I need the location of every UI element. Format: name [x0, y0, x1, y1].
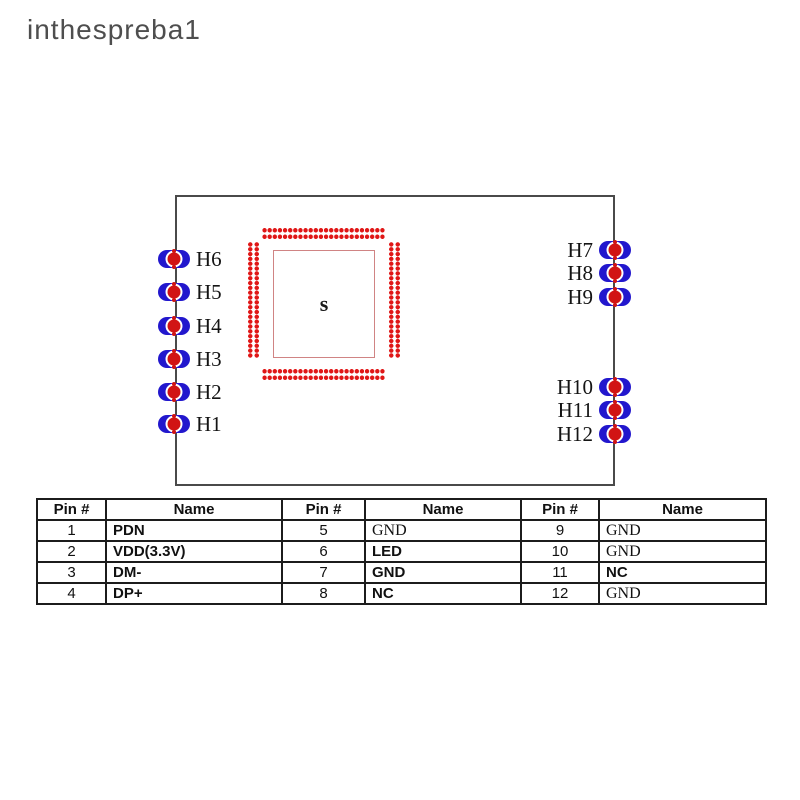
pad-drill-hole: [608, 290, 622, 304]
pin-number-cell: 10: [520, 540, 600, 563]
pin-name-cell: GND: [364, 561, 522, 584]
pin-table-header-name-5: Name: [598, 498, 767, 521]
pad-label-h11: H11: [557, 398, 593, 422]
pad-label-h10: H10: [556, 375, 593, 399]
pin-number-cell: 6: [281, 540, 366, 563]
pad-label-h4: H4: [196, 314, 222, 338]
pin-name-cell: GND: [598, 519, 767, 542]
pad-label-h7: H7: [567, 238, 593, 262]
pin-number-cell: 11: [520, 561, 600, 584]
through-hole-pad-h12: [599, 425, 631, 443]
through-hole-pad-h8: [599, 264, 631, 282]
pad-label-h5: H5: [196, 280, 222, 304]
chip-pin-row-top: [262, 227, 385, 240]
pin-name-cell: PDN: [105, 519, 283, 542]
pin-table-header-pin-0: Pin #: [36, 498, 107, 521]
pad-drill-hole: [167, 385, 181, 399]
module-board-outline: [175, 195, 615, 486]
pad-drill-hole: [608, 266, 622, 280]
pad-label-h3: H3: [196, 347, 222, 371]
pad-label-h8: H8: [567, 261, 593, 285]
seller-watermark: inthespreba1: [27, 14, 201, 45]
pad-drill-hole: [167, 252, 181, 266]
pin-name-cell: GND: [598, 582, 767, 605]
through-hole-pad-h2: [158, 383, 190, 401]
pin-name-cell: NC: [364, 582, 522, 605]
pin-number-cell: 3: [36, 561, 107, 584]
pad-label-h2: H2: [196, 380, 222, 404]
pin-name-cell: VDD(3.3V): [105, 540, 283, 563]
through-hole-pad-h11: [599, 401, 631, 419]
pin-name-cell: GND: [364, 519, 522, 542]
pad-drill-hole: [167, 417, 181, 431]
pin-number-cell: 8: [281, 582, 366, 605]
pad-label-h12: H12: [556, 422, 593, 446]
pad-drill-hole: [608, 243, 622, 257]
through-hole-pad-h1: [158, 415, 190, 433]
pin-number-cell: 1: [36, 519, 107, 542]
chip-center-label: s: [319, 291, 329, 316]
pad-label-h1: H1: [196, 412, 222, 436]
pin-name-cell: DM-: [105, 561, 283, 584]
through-hole-pad-h10: [599, 378, 631, 396]
pin-number-cell: 7: [281, 561, 366, 584]
pin-name-cell: DP+: [105, 582, 283, 605]
pin-table-header-pin-2: Pin #: [281, 498, 366, 521]
pin-number-cell: 2: [36, 540, 107, 563]
pad-drill-hole: [608, 403, 622, 417]
pin-number-cell: 12: [520, 582, 600, 605]
pad-drill-hole: [608, 380, 622, 394]
through-hole-pad-h6: [158, 250, 190, 268]
chip-body-outline: [273, 250, 375, 358]
pin-name-cell: GND: [598, 540, 767, 563]
pad-drill-hole: [608, 427, 622, 441]
pin-number-cell: 4: [36, 582, 107, 605]
pin-table-header-name-1: Name: [105, 498, 283, 521]
pad-drill-hole: [167, 352, 181, 366]
pin-table-header-pin-4: Pin #: [520, 498, 600, 521]
pad-drill-hole: [167, 285, 181, 299]
through-hole-pad-h3: [158, 350, 190, 368]
through-hole-pad-h5: [158, 283, 190, 301]
pad-label-h6: H6: [196, 247, 222, 271]
pad-drill-hole: [167, 319, 181, 333]
through-hole-pad-h4: [158, 317, 190, 335]
through-hole-pad-h7: [599, 241, 631, 259]
pin-name-cell: NC: [598, 561, 767, 584]
chip-pin-column-right: [388, 242, 401, 358]
pin-number-cell: 5: [281, 519, 366, 542]
pin-name-cell: LED: [364, 540, 522, 563]
pin-number-cell: 9: [520, 519, 600, 542]
pin-table-header-name-3: Name: [364, 498, 522, 521]
pad-label-h9: H9: [567, 285, 593, 309]
through-hole-pad-h9: [599, 288, 631, 306]
chip-pin-row-bottom: [262, 368, 385, 381]
chip-pin-column-left: [247, 242, 260, 358]
